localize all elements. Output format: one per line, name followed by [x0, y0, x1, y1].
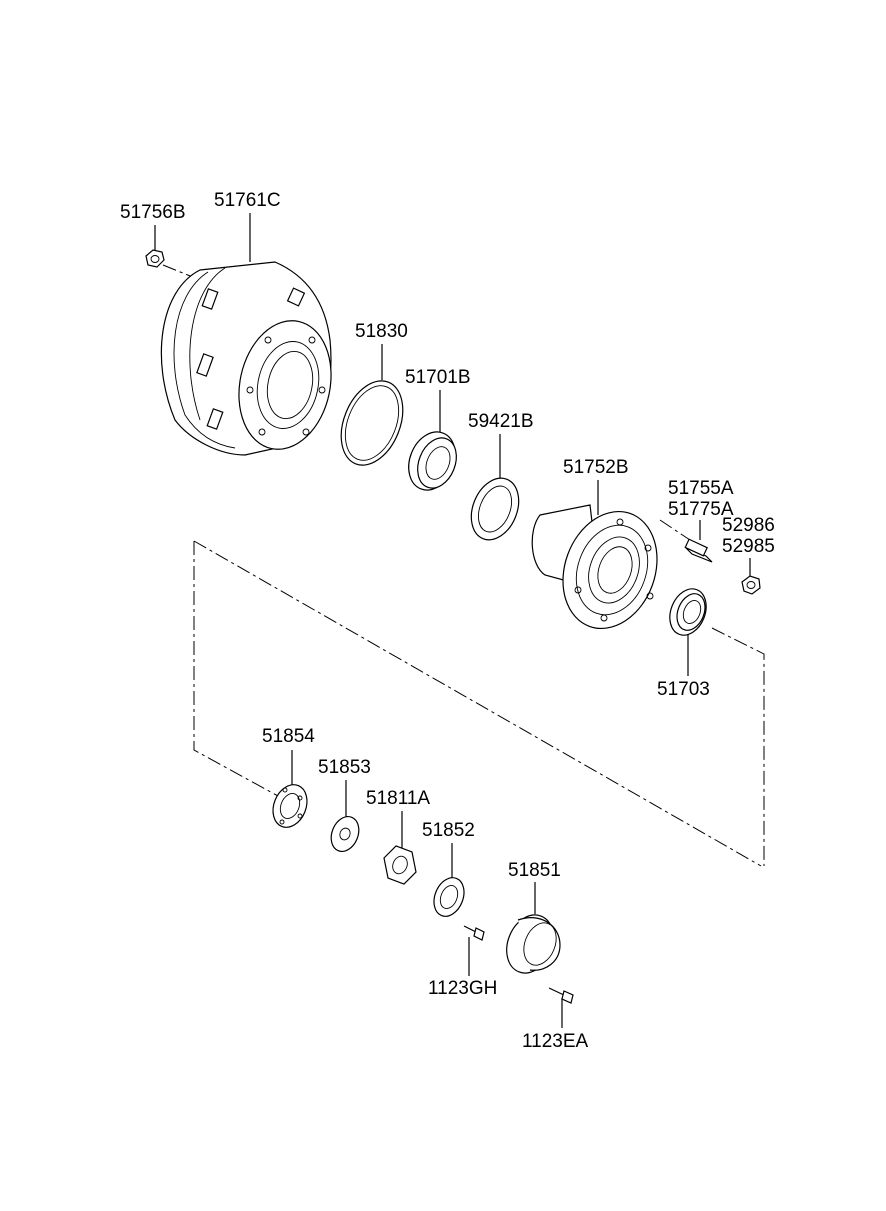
label-51701B: 51701B [405, 367, 471, 388]
label-51761C: 51761C [214, 190, 281, 211]
label-51752B: 51752B [563, 457, 629, 478]
nut-52985 [741, 575, 761, 595]
hub-51752B [531, 504, 658, 630]
label-59421B: 59421B [468, 411, 534, 432]
bolt-1123GH [463, 925, 485, 941]
washer-51853 [330, 816, 360, 852]
label-51852: 51852 [422, 820, 475, 841]
label-51853: 51853 [318, 757, 371, 778]
label-51811A: 51811A [366, 788, 430, 809]
hex-nut-51811A [383, 845, 417, 885]
ring-59421B [470, 477, 520, 541]
hub-cap-51851 [506, 914, 561, 974]
label-52986: 52986 [722, 515, 775, 536]
brake-drum-51761C [160, 261, 332, 456]
label-51703: 51703 [657, 679, 710, 700]
label-51851: 51851 [508, 860, 561, 881]
label-1123GH: 1123GH [428, 978, 497, 999]
label-51830: 51830 [355, 321, 408, 342]
bearing-51701B [408, 431, 457, 491]
label-52985: 52985 [722, 536, 775, 557]
label-1123EA: 1123EA [522, 1031, 589, 1052]
o-ring-51830 [340, 380, 404, 466]
retainer-51852 [433, 877, 465, 917]
bearing-51703 [669, 588, 707, 636]
nut-51756B [145, 249, 165, 268]
bolt-1123EA [548, 987, 574, 1004]
label-51756B: 51756B [120, 202, 186, 223]
label-51854: 51854 [262, 726, 315, 747]
washer-51854 [272, 784, 308, 828]
label-51755A: 51755A [668, 478, 734, 499]
stud-51755A [684, 538, 713, 563]
label-51775A: 51775A [668, 499, 734, 520]
leader-lines [154, 213, 751, 1028]
